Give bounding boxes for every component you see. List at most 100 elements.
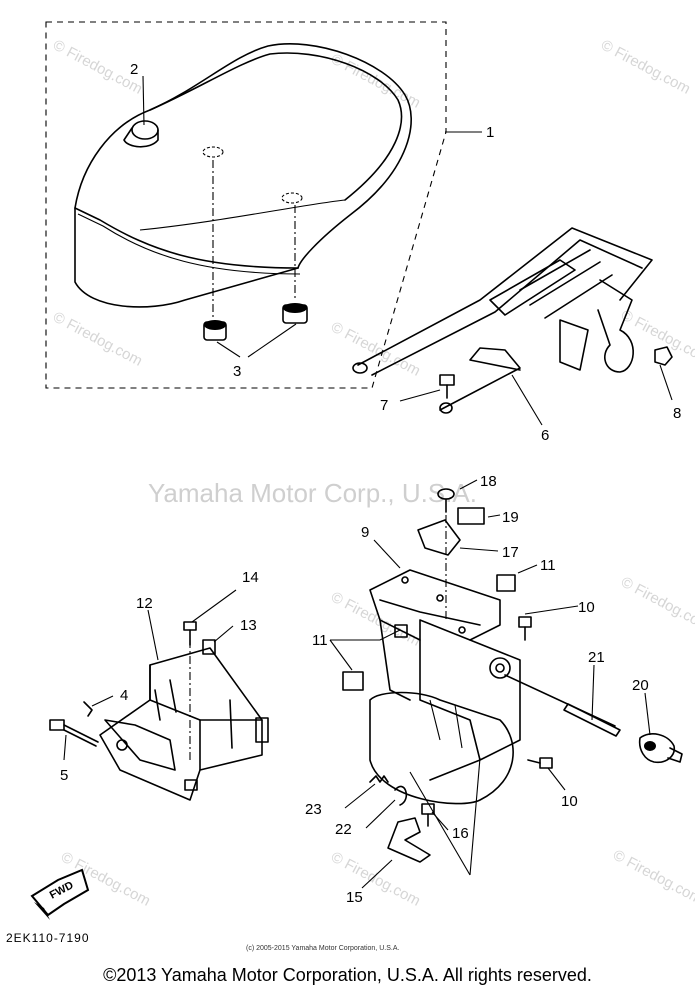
battery-box-outline xyxy=(99,647,263,801)
bracket-rib xyxy=(429,699,463,749)
callout-16: 16 xyxy=(452,825,469,842)
rubber-pad xyxy=(394,624,408,638)
callout-5: 5 xyxy=(60,767,68,784)
rear-carrier xyxy=(352,227,673,414)
seat-latch xyxy=(131,120,159,140)
seat-assembly xyxy=(45,21,447,389)
callout-10b: 10 xyxy=(561,793,578,810)
stay-bracket xyxy=(417,519,461,556)
callout-18: 18 xyxy=(480,473,497,490)
callout-14: 14 xyxy=(242,569,259,586)
battery-box xyxy=(49,621,269,801)
watermark: © Firedog.com xyxy=(328,589,423,650)
cotter-pin-icon xyxy=(83,701,93,717)
callout-9: 9 xyxy=(361,524,369,541)
fwd-arrow: FWD xyxy=(30,868,90,920)
cable xyxy=(504,674,616,727)
callout-15: 15 xyxy=(346,889,363,906)
cushion-pad xyxy=(457,507,485,525)
battery-box-clip xyxy=(255,717,269,743)
callout-7: 7 xyxy=(380,397,388,414)
center-watermark: Yamaha Motor Corp., U.S.A. xyxy=(148,478,477,508)
callout-22: 22 xyxy=(335,821,352,838)
seat-damper xyxy=(203,320,227,341)
grab-rail xyxy=(439,347,521,411)
callout-21: 21 xyxy=(588,649,605,666)
callout-6: 6 xyxy=(541,427,549,444)
seat-crease xyxy=(139,199,346,231)
seat-mount-hole xyxy=(281,192,303,204)
carrier-bracket xyxy=(597,279,634,373)
callout-3: 3 xyxy=(233,363,241,380)
callout-12: 12 xyxy=(136,595,153,612)
battery-box-hole xyxy=(116,739,128,751)
bolt-icon xyxy=(49,719,99,747)
callout-23: 23 xyxy=(305,801,322,818)
seat-upper-edge xyxy=(149,52,403,201)
bracket-hole xyxy=(401,576,409,584)
hook-plate xyxy=(387,817,431,863)
bracket-lower xyxy=(369,691,514,805)
seat-damper xyxy=(282,303,308,324)
callout-2: 2 xyxy=(130,61,138,78)
battery-box-bracket xyxy=(104,719,176,771)
watermark: © Firedog.com xyxy=(618,574,695,635)
battery-box-edge xyxy=(149,664,263,721)
callout-8: 8 xyxy=(673,405,681,422)
callout-4: 4 xyxy=(120,687,128,704)
bolt-icon xyxy=(439,374,455,399)
seat-group-dashed-box xyxy=(45,21,447,389)
spring-icon xyxy=(369,775,389,783)
carrier-frame xyxy=(519,249,613,319)
carrier-rail xyxy=(371,239,643,376)
watermark: © Firedog.com xyxy=(50,309,145,370)
callout-11a: 11 xyxy=(540,557,556,574)
screw-icon xyxy=(183,621,197,646)
bracket-side xyxy=(419,639,521,781)
watermark: © Firedog.com xyxy=(618,307,695,368)
watermark: © Firedog.com xyxy=(328,319,423,380)
cable-end xyxy=(563,703,621,737)
callout-10a: 10 xyxy=(578,599,595,616)
carrier-bracket xyxy=(559,319,589,371)
carrier-frame xyxy=(489,259,576,316)
callout-labels: 1 2 3 4 5 6 7 8 9 10 10 11 11 12 13 14 1… xyxy=(60,61,681,906)
cushion-pad xyxy=(202,639,216,655)
bracket-hole xyxy=(458,626,466,634)
fwd-arrow-icon xyxy=(30,868,90,917)
battery-box-rib xyxy=(154,679,233,749)
nut-icon xyxy=(654,346,673,366)
carrier-end xyxy=(352,362,368,374)
seat-side-trim xyxy=(74,207,299,269)
bolt-icon xyxy=(527,757,553,769)
callout-13: 13 xyxy=(240,617,257,634)
key-lock-icon xyxy=(638,733,683,764)
bracket-hole xyxy=(436,594,444,602)
clip-icon xyxy=(394,785,408,806)
seat-mount-hole xyxy=(202,146,224,158)
frame-bracket xyxy=(342,488,683,863)
bracket-top-plate xyxy=(379,599,481,626)
callout-17: 17 xyxy=(502,544,519,561)
small-copyright: (c) 2005-2015 Yamaha Motor Corporation, … xyxy=(246,945,400,952)
diagram-part-code: 2EK110-7190 xyxy=(6,931,90,945)
bracket-boss xyxy=(489,657,511,679)
footer-copyright: ©2013 Yamaha Motor Corporation, U.S.A. A… xyxy=(103,965,592,985)
carrier-end xyxy=(439,402,453,414)
seat-latch-body xyxy=(123,127,159,148)
rubber-pad xyxy=(342,671,364,691)
bolt-icon xyxy=(518,616,532,641)
rubber-pad xyxy=(496,574,516,592)
callout-19: 19 xyxy=(502,509,519,526)
battery-box-foot xyxy=(184,779,198,791)
bracket-boss xyxy=(495,663,505,673)
bolt-icon xyxy=(437,488,455,513)
bolt-icon xyxy=(421,803,435,827)
callout-1: 1 xyxy=(486,124,494,141)
watermark: © Firedog.com xyxy=(598,37,693,98)
leader-lines xyxy=(63,75,673,889)
watermark: © Firedog.com xyxy=(610,847,695,908)
carrier-rail xyxy=(357,227,653,366)
callout-20: 20 xyxy=(632,677,649,694)
